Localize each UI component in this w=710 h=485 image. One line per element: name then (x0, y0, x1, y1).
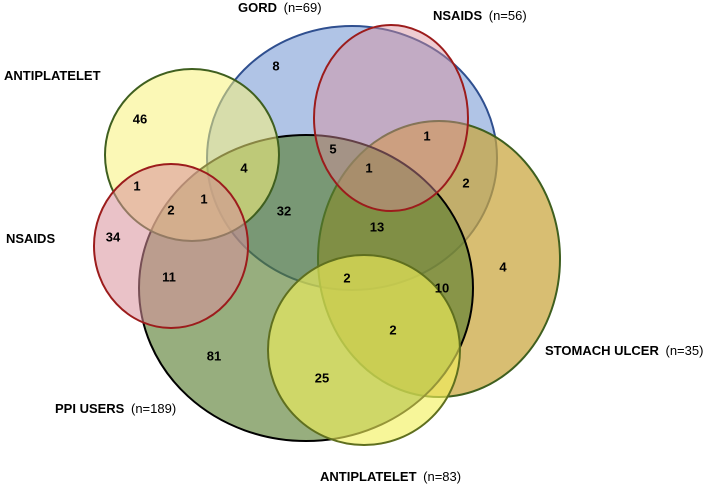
region-count: 1 (365, 160, 372, 175)
region-count: 46 (133, 111, 147, 126)
nsaids-top-ellipse (313, 24, 469, 212)
region-count: 2 (389, 322, 396, 337)
region-count: 8 (272, 58, 279, 73)
region-count: 4 (499, 259, 507, 274)
region-count: 13 (370, 219, 384, 234)
region-count: 11 (162, 269, 176, 284)
label-antiplatelet-top: ANTIPLATELET (4, 68, 101, 83)
region-count: 34 (106, 229, 121, 244)
region-count: 32 (277, 203, 291, 218)
region-count: 2 (167, 202, 174, 217)
region-count: 1 (133, 178, 140, 193)
region-count: 25 (315, 370, 329, 385)
label-ppi-users: PPI USERS (n=189) (55, 401, 176, 416)
region-count: 81 (207, 348, 221, 363)
region-count: 2 (343, 270, 350, 285)
label-antiplatelet-bottom: ANTIPLATELET (n=83) (320, 469, 461, 484)
region-count: 4 (240, 160, 248, 175)
region-count: 2 (462, 175, 469, 190)
label-stomach-ulcer: STOMACH ULCER (n=35) (545, 343, 703, 358)
label-gord: GORD (n=69) (238, 0, 322, 15)
label-nsaids-top: NSAIDS (n=56) (433, 8, 527, 23)
region-count: 1 (423, 128, 430, 143)
region-count: 1 (200, 191, 207, 206)
antiplatelet-bottom-ellipse (267, 254, 461, 446)
nsaids-left-ellipse (93, 163, 249, 329)
region-count: 5 (329, 141, 336, 156)
region-count: 10 (435, 280, 449, 295)
label-nsaids-left: NSAIDS (6, 231, 55, 246)
